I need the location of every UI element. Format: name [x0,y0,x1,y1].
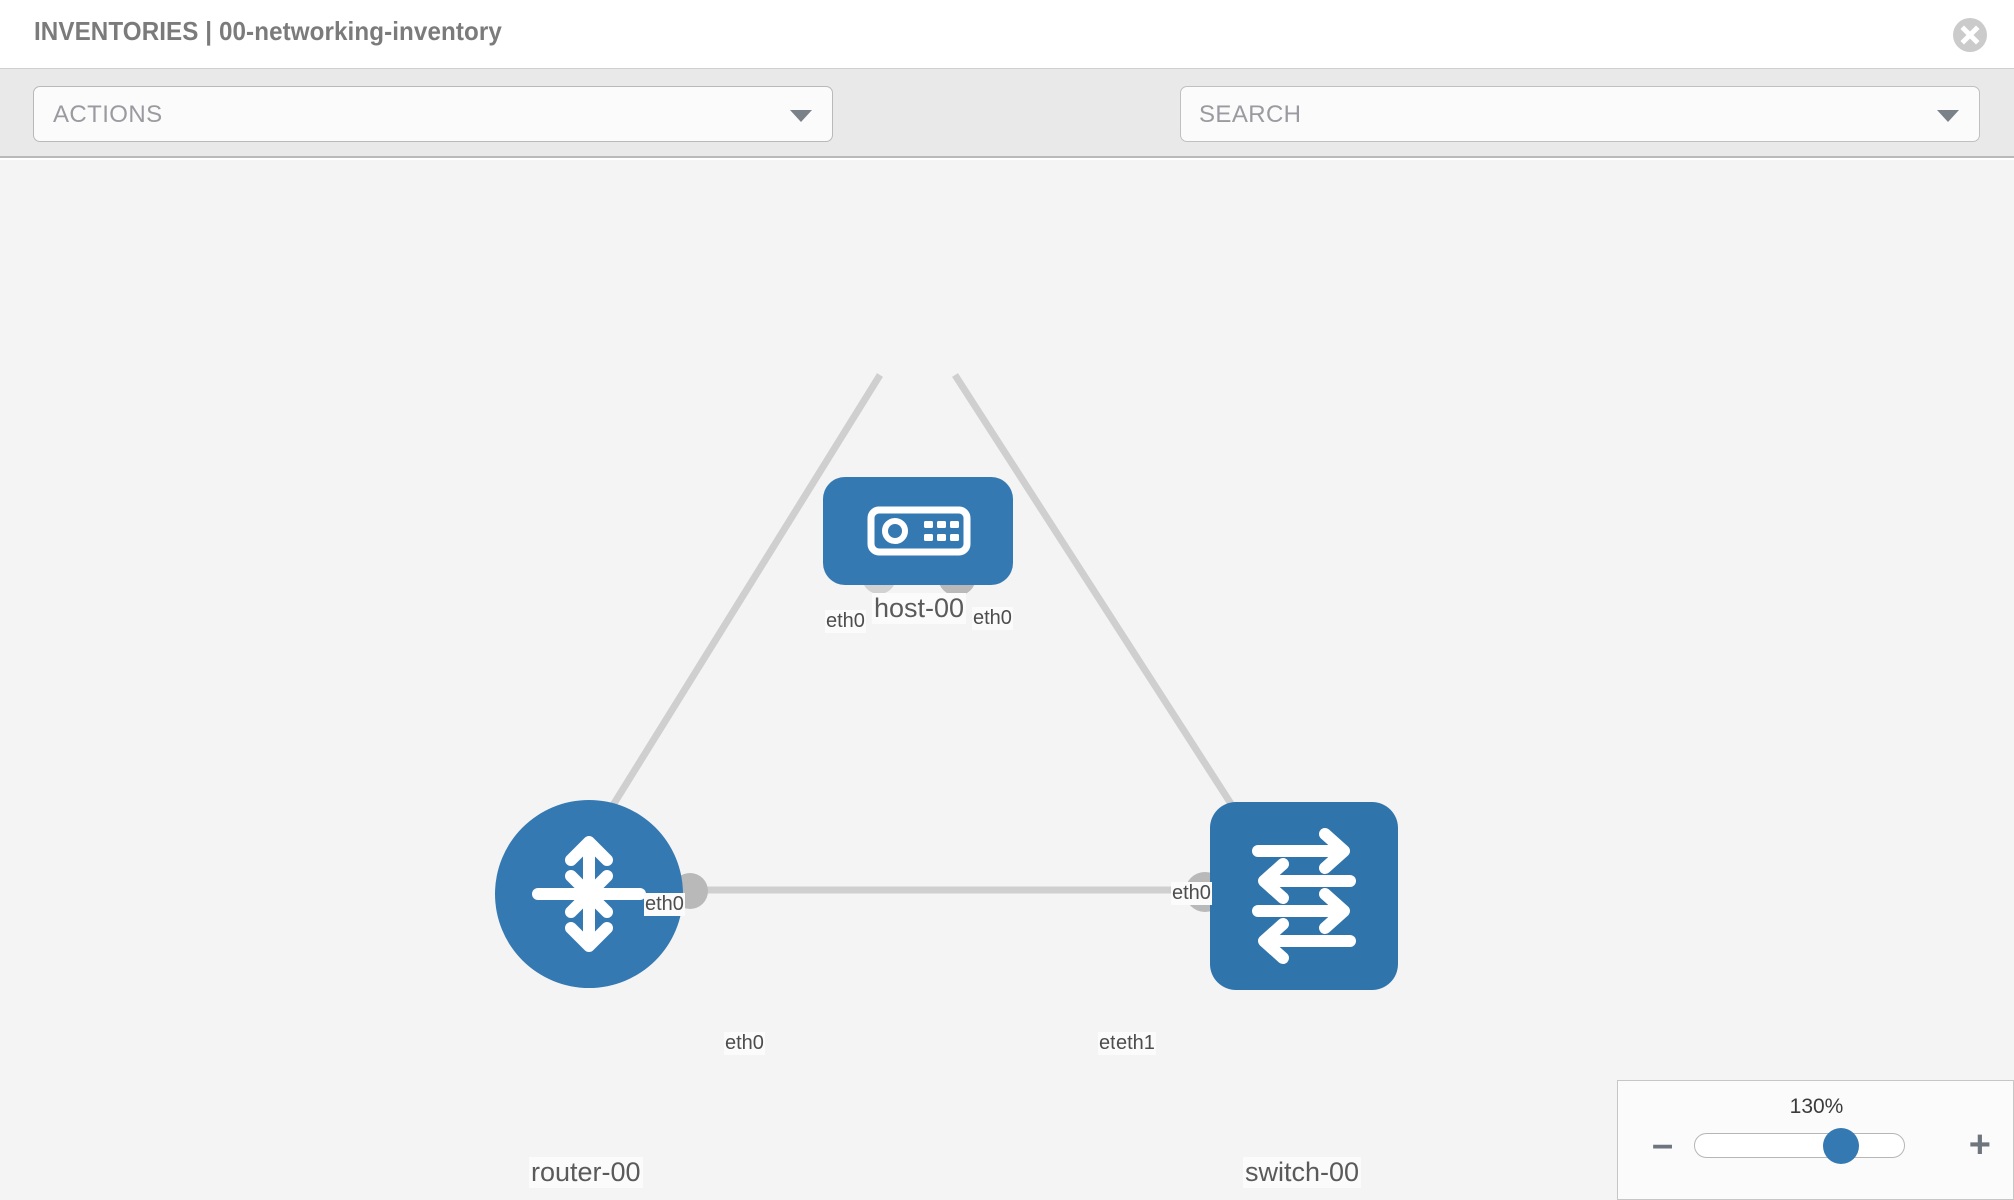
close-icon[interactable] [1953,18,1987,52]
topology-canvas[interactable]: host-00 eth0 eth0 [0,160,2014,1200]
interface-label-router-right: eth0 [724,1032,765,1055]
toolbar: ACTIONS SEARCH [0,68,2014,199]
chevron-down-icon[interactable] [1937,110,1959,122]
node-label-switch-00: switch-00 [1243,1157,1362,1188]
node-host-00[interactable] [823,477,1013,585]
search-placeholder: SEARCH [1199,101,1302,128]
link-host-switch [952,373,1238,812]
link-host-router [607,373,883,812]
interface-label-switch-up: eth0 [1171,882,1212,905]
server-icon [867,506,971,556]
zoom-slider-thumb[interactable] [1823,1128,1859,1164]
chevron-down-icon [790,110,812,122]
actions-dropdown-label: ACTIONS [53,101,163,128]
minus-icon[interactable]: – [1652,1124,1674,1166]
page-title: INVENTORIES | 00-networking-inventory [34,16,502,46]
interface-label-switch-left: eth1 [1115,1032,1156,1055]
topology-links [607,373,1238,894]
interface-label-router-up: eth0 [644,893,685,916]
search-input[interactable]: SEARCH [1180,86,1980,142]
zoom-slider[interactable] [1694,1128,1905,1164]
node-label-host-00: host-00 [872,593,967,624]
interface-label-host-right: eth0 [972,607,1013,630]
node-label-router-00: router-00 [529,1157,643,1188]
router-arrows-icon [532,836,646,952]
zoom-level-value: 130% [1789,1095,1844,1118]
page-header: INVENTORIES | 00-networking-inventory [0,0,2014,68]
zoom-control-panel: 130% – + [1617,1080,2014,1200]
plus-icon[interactable]: + [1968,1124,1991,1166]
switch-arrows-icon [1252,828,1356,964]
actions-dropdown[interactable]: ACTIONS [33,86,833,142]
interface-label-host-left: eth0 [825,610,866,633]
node-switch-00[interactable] [1210,802,1398,990]
